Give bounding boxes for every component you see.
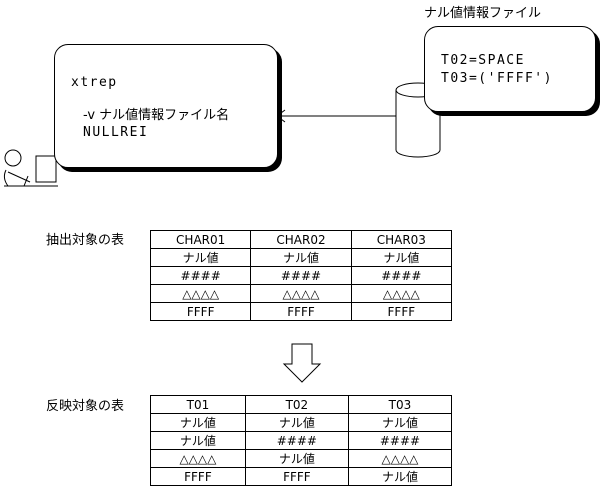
table-cell: △△△△ — [250, 284, 352, 303]
extract-table-title: 抽出対象の表 — [46, 233, 125, 248]
table-cell: ナル値 — [150, 431, 246, 450]
table-cell: #### — [350, 266, 453, 285]
header-cell: CHAR02 — [250, 230, 352, 249]
table-header-row: T01 T02 T03 — [150, 395, 453, 414]
table-row: #### #### #### — [149, 266, 453, 285]
extract-table: CHAR01 CHAR02 CHAR03 ナル値 ナル値 ナル値 #### ##… — [149, 230, 453, 321]
file-line-1: T02=SPACE — [441, 53, 525, 68]
table-cell: ナル値 — [350, 248, 453, 267]
table-cell: FFFF — [250, 302, 352, 321]
table-cell: FFFF — [244, 467, 349, 486]
file-content-box: T02=SPACE T03=('FFFF') — [424, 26, 596, 112]
table-cell: FFFF — [149, 302, 252, 321]
table-cell: #### — [149, 266, 252, 285]
command-box: xtrep -v ナル値情報ファイル名 NULLREI — [54, 44, 278, 168]
reflect-table: T01 T02 T03 ナル値 ナル値 ナル値 ナル値 #### #### △△… — [150, 395, 453, 486]
table-cell: ナル値 — [244, 449, 349, 468]
header-cell: T02 — [244, 395, 349, 414]
table-cell: △△△△ — [149, 284, 252, 303]
command-option: -v ナル値情報ファイル名 — [83, 108, 230, 123]
table-row: FFFF FFFF ナル値 — [150, 467, 453, 486]
table-header-row: CHAR01 CHAR02 CHAR03 — [149, 230, 453, 249]
table-row: ナル値 #### #### — [150, 431, 453, 450]
table-cell: ナル値 — [347, 467, 453, 486]
table-row: ナル値 ナル値 ナル値 — [149, 248, 453, 267]
down-arrow-icon — [282, 343, 322, 383]
table-row: △△△△ ナル値 △△△△ — [150, 449, 453, 468]
file-label: ナル値情報ファイル — [424, 6, 542, 21]
header-cell: T03 — [347, 395, 453, 414]
table-row: FFFF FFFF FFFF — [149, 302, 453, 321]
table-cell: △△△△ — [347, 449, 453, 468]
command-argument: NULLREI — [83, 125, 149, 140]
table-cell: ナル値 — [149, 248, 252, 267]
table-cell: FFFF — [150, 467, 246, 486]
header-cell: T01 — [150, 395, 246, 414]
table-cell: #### — [347, 431, 453, 450]
table-cell: ナル値 — [250, 248, 352, 267]
table-row: △△△△ △△△△ △△△△ — [149, 284, 453, 303]
command-name: xtrep — [71, 75, 118, 90]
header-cell: CHAR01 — [149, 230, 252, 249]
file-line-2: T03=('FFFF') — [441, 71, 553, 86]
reflect-table-title: 反映対象の表 — [46, 399, 125, 414]
table-cell: ナル値 — [150, 413, 246, 432]
user-terminal-icon — [3, 149, 58, 187]
header-cell: CHAR03 — [350, 230, 453, 249]
table-cell: ナル値 — [244, 413, 349, 432]
table-cell: FFFF — [350, 302, 453, 321]
table-cell: #### — [244, 431, 349, 450]
table-cell: ナル値 — [347, 413, 453, 432]
table-cell: △△△△ — [150, 449, 246, 468]
table-cell: #### — [250, 266, 352, 285]
table-row: ナル値 ナル値 ナル値 — [150, 413, 453, 432]
table-cell: △△△△ — [350, 284, 453, 303]
